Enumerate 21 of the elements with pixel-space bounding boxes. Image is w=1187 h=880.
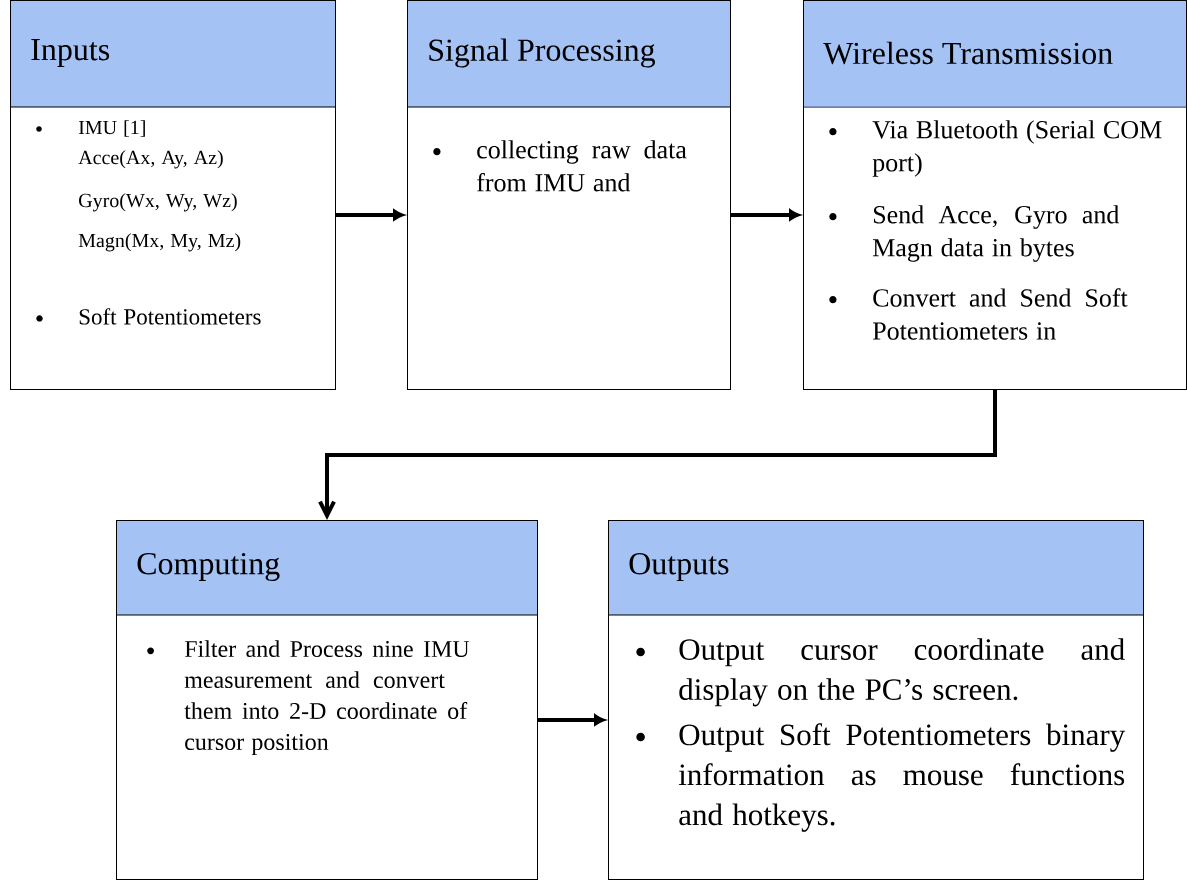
panel-heading: Computing [137,552,280,582]
bullet-item: collecting raw data from IMU and [433,140,687,192]
panel-heading: Outputs [629,553,729,581]
list-line: Magn(Mx, My, Mz) [78,233,241,252]
list-line: Acce(Ax, Ay, Az) [78,150,223,169]
bullet-item: Soft Potentiometers [36,308,261,325]
bullet-item: Send Acce, Gyro and Magn data in bytes [829,205,1120,262]
bullet-item: Output Soft Potentiometers binary information as mouse functions and hotkeys. [636,723,1126,832]
arrow [318,390,997,520]
panel-heading: Inputs [31,39,110,67]
panel-heading: Wireless Transmission [823,41,1113,65]
list-line: Gyro(Wx, Wy, Wz) [79,193,237,212]
bullet-item: Convert and Send Soft Potentiometers in [829,288,1128,340]
arrow [731,209,800,221]
bullet-item: Output cursor coordinate and display on the PC’s screen. [636,638,1125,707]
panel-heading: Signal Processing [429,38,656,68]
bullet-item: Filter and Process nine IMU measurement and convert them into 2-D coordinate of cursor position [147,640,470,755]
bullet-item: IMU [1] [36,120,145,137]
arrow [538,714,605,726]
bullet-item: Via Bluetooth (Serial COM port) [829,120,1162,177]
arrow [336,209,404,221]
